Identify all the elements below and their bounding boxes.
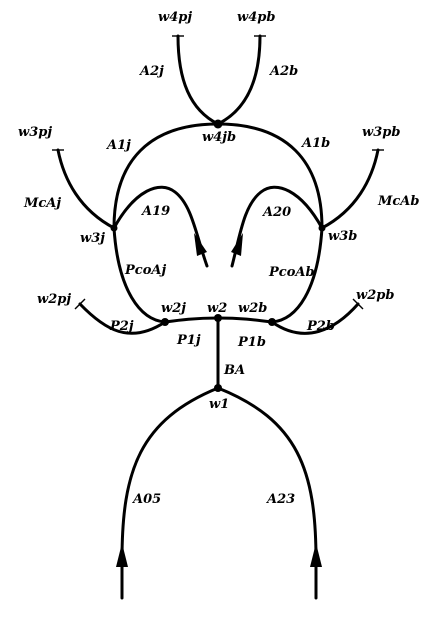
node-w2 bbox=[214, 314, 222, 322]
label-a2b: A2b bbox=[268, 64, 298, 79]
arrowhead-a19 bbox=[194, 233, 207, 256]
label-a2j: A2j bbox=[138, 64, 164, 79]
label-w3j: w3j bbox=[80, 231, 105, 246]
edge-a23 bbox=[216, 386, 318, 600]
label-w4pb: w4pb bbox=[237, 10, 275, 25]
label-p2b: P2b bbox=[306, 319, 335, 334]
node-w3b bbox=[318, 224, 326, 232]
edge-a1j bbox=[112, 122, 220, 230]
node-w2b bbox=[268, 318, 276, 326]
label-ba: BA bbox=[223, 363, 245, 378]
edge-mcab bbox=[320, 148, 380, 230]
edge-p1b bbox=[216, 316, 274, 324]
label-pcoab: PcoAb bbox=[268, 265, 315, 280]
label-p2j: P2j bbox=[109, 319, 134, 334]
arrowhead-a20 bbox=[231, 233, 243, 256]
label-a20: A20 bbox=[261, 205, 291, 220]
label-a05: A05 bbox=[131, 492, 161, 507]
label-w3b: w3b bbox=[328, 229, 357, 244]
label-w2pb: w2pb bbox=[356, 288, 394, 303]
edge-a05 bbox=[120, 386, 220, 600]
edge-a1b bbox=[216, 122, 324, 230]
label-a23: A23 bbox=[265, 492, 295, 507]
edge-a2j bbox=[176, 34, 220, 126]
label-p1b: P1b bbox=[237, 335, 266, 350]
edge-p1j bbox=[163, 316, 220, 324]
label-a1j: A1j bbox=[105, 138, 131, 153]
label-p1j: P1j bbox=[176, 333, 201, 348]
edge-pcoab bbox=[270, 226, 324, 324]
label-a19: A19 bbox=[140, 204, 170, 219]
label-w1: w1 bbox=[209, 397, 229, 412]
label-w2j: w2j bbox=[161, 301, 186, 316]
label-w2: w2 bbox=[207, 301, 227, 316]
node-w1 bbox=[214, 384, 222, 392]
terminal-cap-w2pb bbox=[352, 298, 364, 310]
label-w4jb: w4jb bbox=[202, 130, 236, 145]
label-mcaj: McAj bbox=[23, 196, 61, 211]
label-mcab: McAb bbox=[377, 194, 419, 209]
edge-a20 bbox=[230, 185, 324, 268]
label-w3pj: w3pj bbox=[18, 125, 52, 140]
edge-p2j bbox=[78, 302, 167, 335]
label-w2pj: w2pj bbox=[37, 292, 71, 307]
arrowhead-a05 bbox=[116, 543, 128, 567]
edge-a2b bbox=[216, 34, 262, 126]
label-w2b: w2b bbox=[238, 301, 267, 316]
label-w4pj: w4pj bbox=[158, 10, 192, 25]
node-w3j bbox=[110, 224, 118, 232]
edge-p2b bbox=[270, 302, 360, 335]
node-w2j bbox=[161, 318, 169, 326]
label-a1b: A1b bbox=[300, 136, 330, 151]
label-w3pb: w3pb bbox=[362, 125, 400, 140]
edge-a19 bbox=[112, 185, 209, 268]
edge-pcoaj bbox=[112, 226, 167, 324]
node-w4jb bbox=[213, 119, 223, 129]
terminal-cap-w2pj bbox=[74, 298, 86, 310]
edge-mcaj bbox=[56, 148, 116, 230]
arrowhead-a23 bbox=[310, 543, 322, 567]
label-pcoaj: PcoAj bbox=[124, 263, 166, 278]
